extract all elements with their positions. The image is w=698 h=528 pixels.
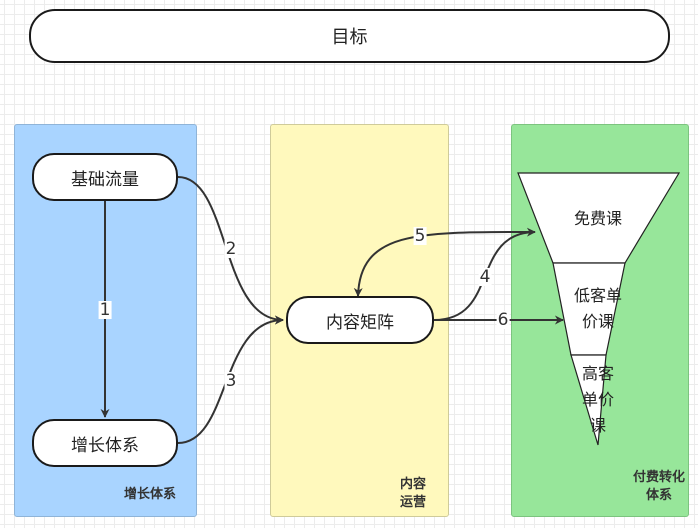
lane-label-paid-line1: 付费转化 bbox=[632, 470, 685, 485]
edge-label-3: 3 bbox=[224, 371, 238, 391]
node-content-matrix[interactable]: 内容矩阵 bbox=[286, 296, 434, 344]
lane-label-content-line2: 运营 bbox=[399, 495, 426, 510]
lane-label-paid-line2: 体系 bbox=[645, 488, 672, 503]
edge-label-6: 6 bbox=[496, 310, 510, 330]
goal-node[interactable]: 目标 bbox=[29, 9, 670, 63]
lane-label-content-line1: 内容 bbox=[399, 477, 426, 492]
edge-label-1: 1 bbox=[98, 300, 112, 320]
funnel-label-low-price-line1: 低客单 bbox=[573, 286, 622, 305]
funnel-level-high-price[interactable] bbox=[570, 354, 607, 446]
funnel-label-high-price-line1: 高客 bbox=[581, 364, 614, 383]
funnel-label-low-price-line2: 价课 bbox=[581, 312, 614, 331]
funnel-label-high-price: 高客 单价 课 bbox=[568, 361, 628, 439]
funnel-label-high-price-line2: 单价 bbox=[581, 390, 614, 409]
edge-label-4: 4 bbox=[478, 267, 492, 287]
funnel-label-low-price: 低客单 价课 bbox=[558, 283, 638, 335]
node-growth-system[interactable]: 增长体系 bbox=[32, 419, 178, 467]
funnel-label-free: 免费课 bbox=[573, 209, 622, 228]
lane-label-content: 内容 运营 bbox=[388, 476, 438, 512]
funnel-label-high-price-line3: 课 bbox=[589, 416, 606, 435]
lane-label-paid: 付费转化 体系 bbox=[624, 469, 694, 505]
edge-label-5: 5 bbox=[413, 226, 427, 246]
edge-label-2: 2 bbox=[224, 239, 238, 259]
lane-label-growth: 增长体系 bbox=[124, 487, 177, 502]
node-base-traffic[interactable]: 基础流量 bbox=[32, 153, 178, 201]
edge-5[interactable] bbox=[353, 230, 536, 297]
